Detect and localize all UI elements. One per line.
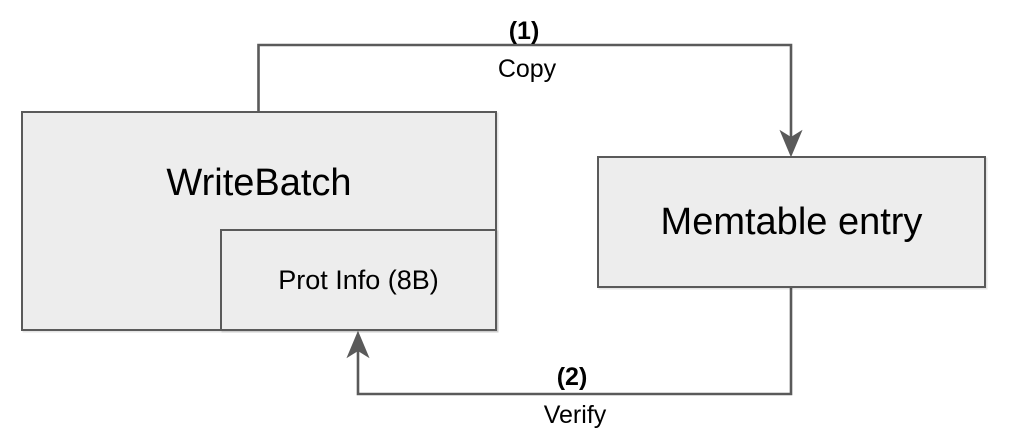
verify-edge-step-label: (2): [556, 363, 588, 391]
verify-edge-action-label: Verify: [543, 401, 607, 429]
node-memtable-entry[interactable]: Memtable entry: [597, 156, 986, 288]
node-memtable-entry-label: Memtable entry: [660, 201, 923, 243]
node-prot-info-label: Prot Info (8B): [278, 264, 439, 295]
copy-arrowhead: [779, 129, 803, 158]
copy-edge-step-label: (1): [508, 17, 540, 45]
verify-arrowhead: [346, 330, 370, 359]
copy-edge-action-label: Copy: [497, 55, 557, 83]
copy-edge-path: [257, 43, 793, 143]
node-prot-info[interactable]: Prot Info (8B): [220, 229, 497, 331]
node-writebatch-label: WriteBatch: [166, 162, 352, 204]
verify-edge-path: [356, 288, 793, 396]
